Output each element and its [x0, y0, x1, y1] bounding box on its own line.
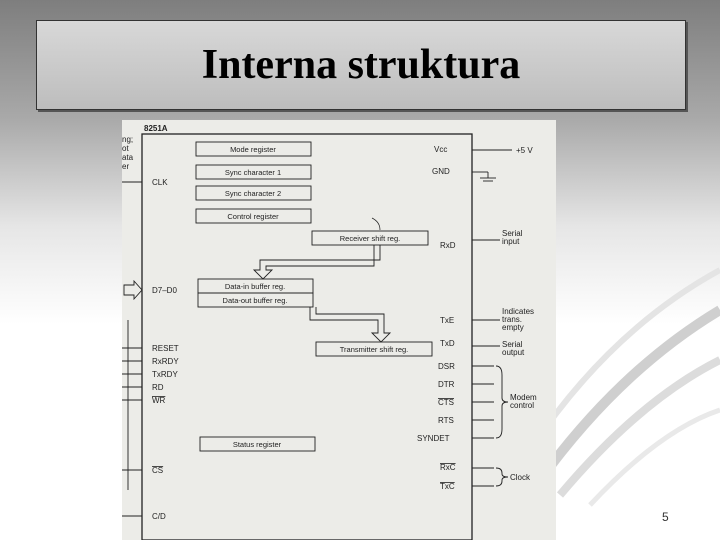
mode-register-box — [195, 141, 312, 157]
indicates-2: trans. — [502, 315, 522, 324]
block-diagram-8251a: ng; ot ata er 8251A CLK D7–D0 RESET RxRD… — [122, 124, 537, 540]
pin-data-bus: D7–D0 — [152, 286, 177, 295]
sync-character-1: Sync character 1 — [225, 168, 281, 177]
page-number: 5 — [662, 510, 669, 524]
slide-title: Interna struktura — [201, 42, 521, 88]
data-out-to-transmitter-arrow-icon — [309, 307, 392, 343]
indicates-1: Indicates — [502, 307, 534, 316]
pin-cts: CTS — [438, 398, 454, 407]
pin-cd: C/D — [152, 512, 166, 521]
chip-label: 8251A — [144, 124, 168, 133]
data-out-box — [197, 292, 314, 308]
serial-input-1: Serial — [502, 229, 523, 238]
receiver-to-data-in-arrow-icon — [252, 245, 381, 280]
sync1-box — [195, 164, 312, 180]
pin-rxrdy: RxRDY — [152, 357, 179, 366]
pin-clk: CLK — [152, 178, 168, 187]
status-register-box — [199, 436, 316, 452]
pin-rxd: RxD — [440, 241, 456, 250]
control-register: Control register — [227, 212, 279, 221]
sync-character-2: Sync character 2 — [225, 189, 281, 198]
pin-txe: TxE — [440, 316, 454, 325]
sync2-box — [195, 185, 312, 201]
left-cut-text-1: ng; — [122, 135, 133, 144]
modem-control-1: Modem — [510, 393, 537, 402]
pin-gnd: GND — [432, 167, 450, 176]
receiver-shift-reg: Receiver shift reg. — [340, 234, 400, 243]
transmitter-shift-reg: Transmitter shift reg. — [340, 345, 409, 354]
left-cut-text-2: ot — [122, 144, 129, 153]
transmitter-box — [315, 341, 433, 357]
receiver-box — [311, 230, 429, 246]
pin-cs: CS — [152, 466, 163, 475]
chip-outline — [141, 133, 473, 540]
data-bus-arrow-icon — [123, 279, 143, 301]
clock-brace-icon — [495, 467, 509, 487]
decorative-swoosh — [530, 267, 720, 507]
serial-output-1: Serial — [502, 340, 523, 349]
pin-reset: RESET — [152, 344, 179, 353]
pin-txc: TxC — [440, 482, 455, 491]
clock-label: Clock — [510, 473, 531, 482]
indicates-3: empty — [502, 323, 524, 332]
pin-syndet: SYNDET — [417, 434, 450, 443]
data-out-buffer-reg: Data-out buffer reg. — [223, 296, 288, 305]
modem-brace-icon — [495, 365, 509, 439]
modem-control-2: control — [510, 401, 534, 410]
title-box: Interna struktura — [36, 20, 686, 110]
pin-txrdy: TxRDY — [152, 370, 178, 379]
pin-rxc: RxC — [440, 463, 456, 472]
pin-vcc: Vcc — [434, 145, 447, 154]
serial-input-2: input — [502, 237, 520, 246]
pin-rd: RD — [152, 383, 164, 392]
left-cut-text-3: ata — [122, 153, 134, 162]
pin-dtr: DTR — [438, 380, 455, 389]
left-cut-text-4: er — [122, 162, 129, 171]
serial-output-2: output — [502, 348, 525, 357]
power-label: +5 V — [516, 146, 533, 155]
status-register: Status register — [233, 440, 282, 449]
pin-dsr: DSR — [438, 362, 455, 371]
pin-txd: TxD — [440, 339, 455, 348]
mode-register: Mode register — [230, 145, 276, 154]
pin-rts: RTS — [438, 416, 454, 425]
data-in-buffer-reg: Data-in buffer reg. — [225, 282, 285, 291]
pin-wr: WR — [152, 396, 166, 405]
scanned-diagram: ng; ot ata er 8251A CLK D7–D0 RESET RxRD… — [122, 120, 556, 540]
control-register-box — [195, 208, 312, 224]
